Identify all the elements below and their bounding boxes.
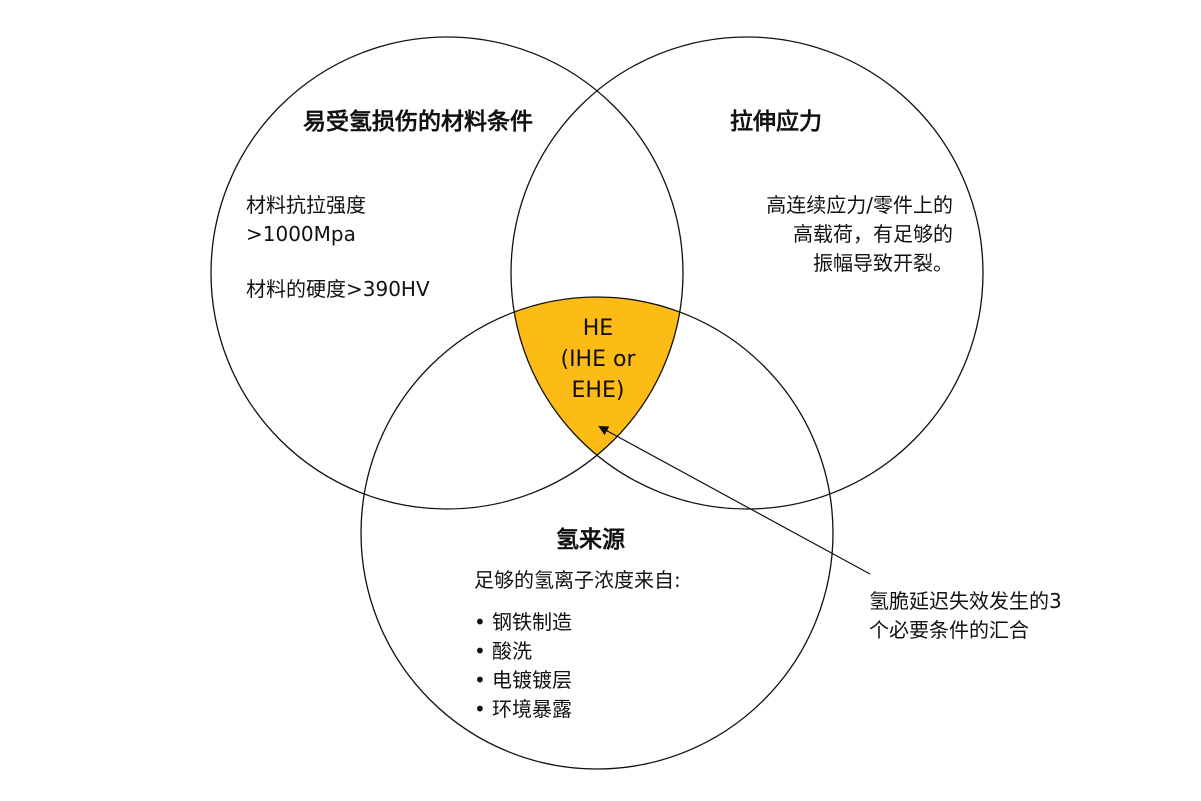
list-item: •环境暴露 [474,695,572,724]
bullet-icon: • [474,639,486,663]
hardness-label: 材料的硬度>390HV [246,277,430,301]
callout-arrow [598,426,871,575]
center-line-1: HE [582,316,614,341]
center-line-3: EHE) [571,378,625,403]
callout-line-2: 个必要条件的汇合 [869,618,1029,642]
stress-line-2: 高载荷，有足够的 [793,222,953,246]
list-item: •酸洗 [474,637,572,666]
stress-line-3: 振幅导致开裂。 [813,251,953,275]
bullet-icon: • [474,697,486,721]
circle-hydrogen-source [360,296,834,770]
tensile-stress-title: 拉伸应力 [730,109,822,135]
hydrogen-source-list: •钢铁制造 •酸洗 •电镀镀层 •环境暴露 [474,608,572,724]
hydrogen-source-intro: 足够的氢离子浓度来自: [474,568,681,592]
center-line-2: (IHE or [560,347,636,372]
tensile-strength-value: >1000Mpa [246,222,356,246]
list-item: •电镀镀层 [474,666,572,695]
material-conditions-text: 材料抗拉强度 >1000Mpa 材料的硬度>390HV [246,191,430,304]
center-label: HE (IHE or EHE) [548,313,648,406]
circle-material-conditions [210,36,684,510]
tensile-stress-text: 高连续应力/零件上的 高载荷，有足够的 振幅导致开裂。 [766,191,953,278]
bullet-icon: • [474,610,486,634]
list-item: •钢铁制造 [474,608,572,637]
tensile-strength-label: 材料抗拉强度 [246,193,366,217]
circle-tensile-stress [510,36,984,510]
bullet-icon: • [474,668,486,692]
stress-line-1: 高连续应力/零件上的 [766,193,953,217]
callout-text: 氢脆延迟失效发生的3 个必要条件的汇合 [869,587,1062,645]
callout-line-1: 氢脆延迟失效发生的3 [869,589,1062,613]
material-conditions-title: 易受氢损伤的材料条件 [303,109,533,135]
hydrogen-source-title: 氢来源 [556,527,625,553]
